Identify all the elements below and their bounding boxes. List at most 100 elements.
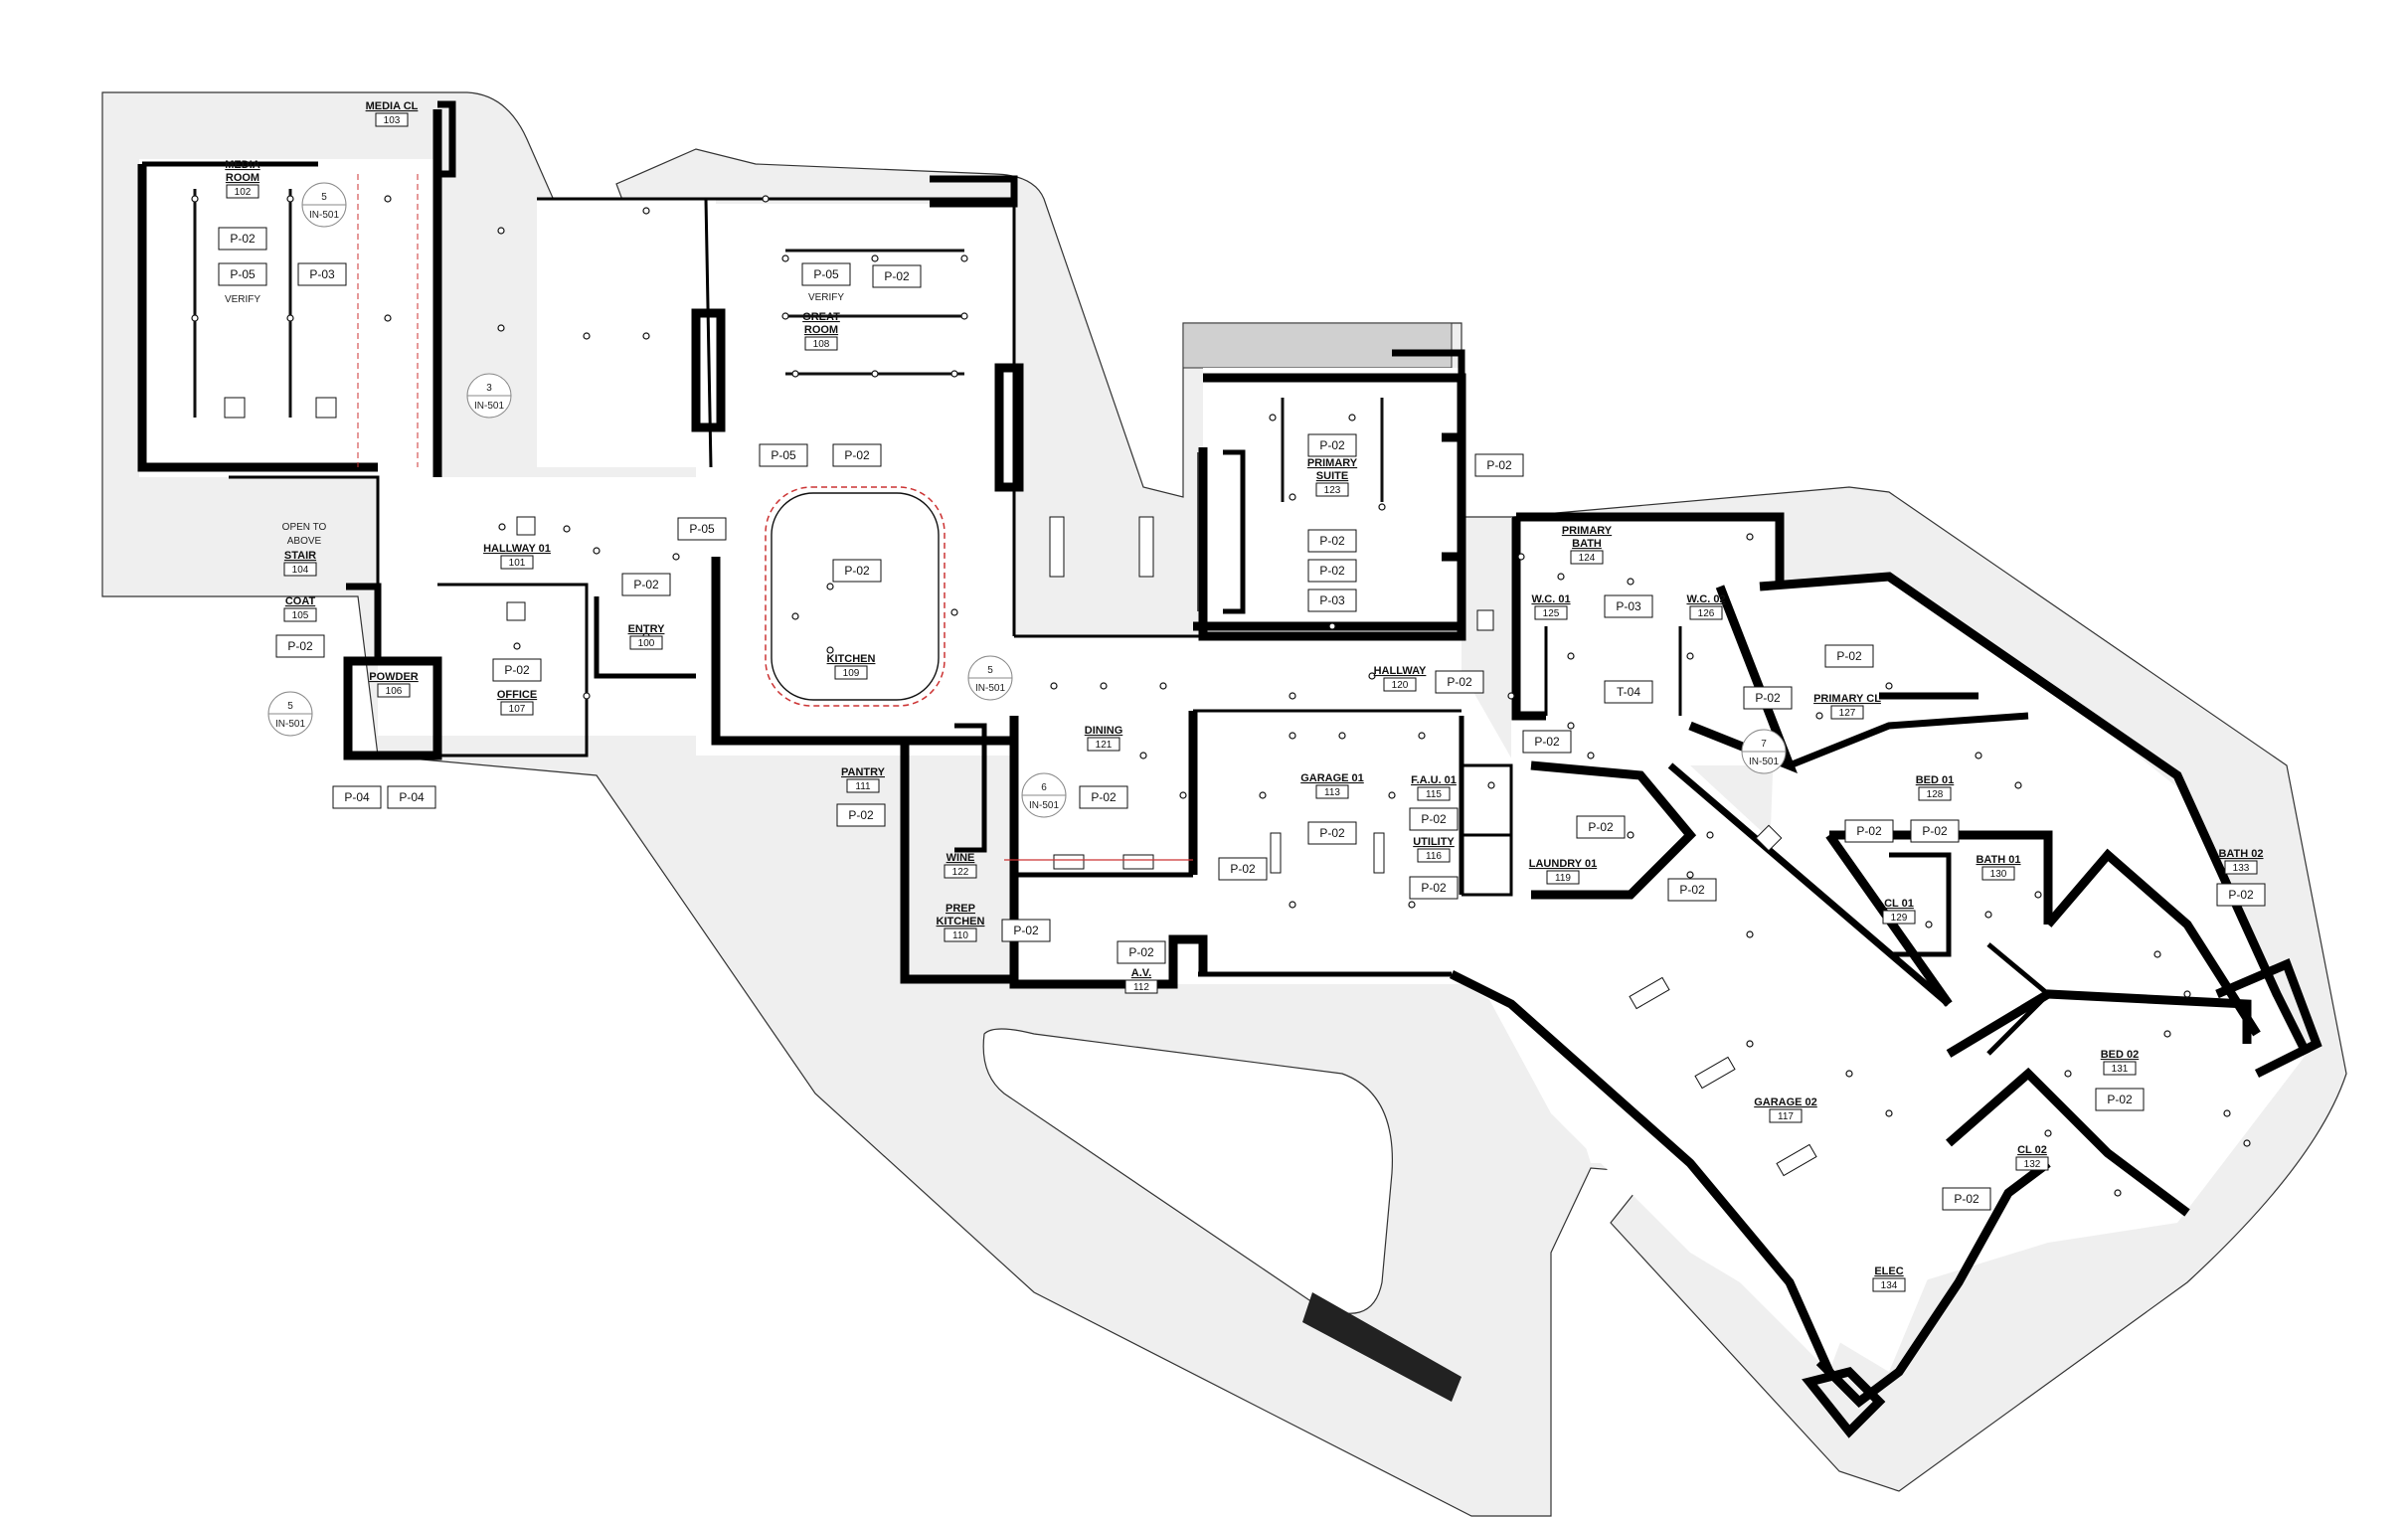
finish-tag[interactable]: P-02 xyxy=(1522,730,1572,754)
finish-tag[interactable]: P-02 xyxy=(1824,644,1874,668)
finish-tag[interactable]: P-02 xyxy=(836,803,886,827)
finish-tag[interactable]: P-03 xyxy=(297,262,347,286)
finish-tag[interactable]: P-02 xyxy=(1435,670,1484,694)
section-callout[interactable]: 5IN-501 xyxy=(267,691,313,737)
finish-tag-box xyxy=(1844,819,1894,843)
finish-tag[interactable]: P-02 xyxy=(621,573,671,596)
room-name: BATH 01 xyxy=(1976,854,2020,866)
finish-tag[interactable]: P-05 xyxy=(759,443,808,467)
section-callout[interactable]: 7IN-501 xyxy=(1741,729,1787,774)
downlight xyxy=(1984,911,1992,919)
finish-tag[interactable]: P-02 xyxy=(2095,1088,2145,1111)
room-number-box xyxy=(1546,870,1580,885)
downlight xyxy=(960,312,968,320)
finish-tag[interactable]: P-05 xyxy=(218,262,267,286)
finish-tag[interactable]: P-02 xyxy=(492,658,542,682)
finish-tag[interactable]: P-02 xyxy=(1942,1187,1991,1211)
finish-tag[interactable]: P-04 xyxy=(387,785,436,809)
finish-tag-box xyxy=(1824,644,1874,668)
finish-tag[interactable]: P-02 xyxy=(1910,819,1960,843)
finish-tag-box xyxy=(1307,559,1357,583)
finish-tag[interactable]: P-02 xyxy=(1307,529,1357,553)
finish-tag[interactable]: P-02 xyxy=(1117,940,1166,964)
room-av[interactable]: A.V.112 xyxy=(1124,967,1158,994)
downlight xyxy=(642,332,650,340)
downlight xyxy=(1746,1040,1754,1048)
finish-tag[interactable]: P-03 xyxy=(1604,594,1653,618)
finish-tag[interactable]: T-04 xyxy=(1604,680,1653,704)
downlight xyxy=(1289,493,1296,501)
section-callout[interactable]: 5IN-501 xyxy=(967,655,1013,701)
finish-tag[interactable]: P-02 xyxy=(1409,876,1459,900)
finish-tag[interactable]: P-03 xyxy=(1307,589,1357,612)
finish-tag[interactable]: P-02 xyxy=(1474,453,1524,477)
finish-tag[interactable]: P-02 xyxy=(832,443,882,467)
section-callout[interactable]: 5IN-501 xyxy=(301,182,347,228)
downlight xyxy=(1338,732,1346,740)
section-callout[interactable]: 3IN-501 xyxy=(466,373,512,419)
section-callout[interactable]: 6IN-501 xyxy=(1021,772,1067,818)
finish-tag[interactable]: P-02 xyxy=(2216,883,2266,907)
finish-tag[interactable]: P-04 xyxy=(332,785,382,809)
finish-tag[interactable]: P-02 xyxy=(1218,857,1268,881)
finish-tag-label: P-02 xyxy=(1755,691,1781,705)
finish-tag[interactable]: P-02 xyxy=(1001,919,1051,942)
finish-tag[interactable]: P-02 xyxy=(872,264,922,288)
finish-tag[interactable]: P-02 xyxy=(1307,559,1357,583)
finish-tag[interactable]: P-02 xyxy=(1576,815,1626,839)
finish-tag[interactable]: P-02 xyxy=(1307,821,1357,845)
finish-tag[interactable]: P-05 xyxy=(801,262,851,286)
callout-number: 5 xyxy=(987,665,993,676)
finish-tag[interactable]: P-02 xyxy=(1079,785,1128,809)
finish-tag-box xyxy=(1604,594,1653,618)
finish-tag-label: P-03 xyxy=(309,267,335,281)
finish-tag[interactable]: P-02 xyxy=(1307,433,1357,457)
room-name: KITCHEN xyxy=(827,653,876,665)
finish-tag[interactable]: P-02 xyxy=(1409,807,1459,831)
finish-tag[interactable]: P-02 xyxy=(218,227,267,251)
finish-tag[interactable]: P-02 xyxy=(275,634,325,658)
finish-tag[interactable]: P-02 xyxy=(1844,819,1894,843)
finish-tag[interactable]: P-02 xyxy=(1667,878,1717,902)
finish-tag[interactable]: P-05 xyxy=(677,517,727,541)
finish-tag[interactable]: P-02 xyxy=(832,559,882,583)
room-number-box xyxy=(944,927,977,942)
finish-tag-box xyxy=(1409,807,1459,831)
finish-tag[interactable]: P-02 xyxy=(1743,686,1793,710)
finish-tag-box xyxy=(1435,670,1484,694)
downlight xyxy=(498,523,506,531)
room-number-box xyxy=(2015,1156,2049,1171)
